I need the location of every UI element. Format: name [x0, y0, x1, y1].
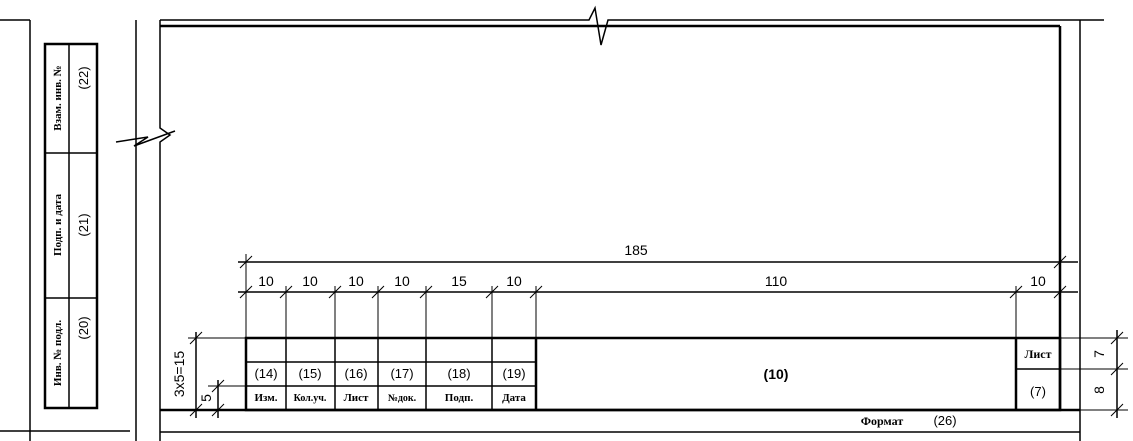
- cell-number-sheet: (16): [344, 366, 367, 381]
- header-change: Изм.: [254, 392, 277, 404]
- format-number: (26): [933, 413, 956, 428]
- dimension-col-4: 10: [394, 273, 410, 289]
- main-field-number: (10): [764, 366, 789, 382]
- horizontal-dimensions: [238, 254, 1078, 338]
- stamp-number-signature-date: (21): [76, 213, 91, 236]
- dimension-col-6: 10: [506, 273, 522, 289]
- header-signature: Подп.: [445, 392, 474, 404]
- left-vertical-dimensions: [188, 331, 246, 418]
- side-stamp: [0, 19, 137, 441]
- header-doc-number: №док.: [388, 393, 417, 404]
- cell-number-change: (14): [254, 366, 277, 381]
- stamp-number-inventory-original: (20): [76, 316, 91, 339]
- sheet-label: Лист: [1024, 347, 1051, 361]
- sheet-number: (7): [1030, 384, 1046, 399]
- format-label: Формат: [861, 414, 904, 428]
- stamp-label-inventory-original: Инв. № подл.: [52, 320, 64, 386]
- break-mark-left: [115, 130, 176, 147]
- header-date: Дата: [502, 392, 526, 404]
- cell-number-doc: (17): [390, 366, 413, 381]
- title-block-grid: [244, 336, 1062, 412]
- stamp-number-replacement-inventory: (22): [76, 66, 91, 89]
- dimension-sheet-number-height: 8: [1091, 386, 1107, 394]
- dimension-col-7: 110: [765, 273, 788, 289]
- dimension-block-height: 3х5=15: [171, 351, 187, 398]
- header-count: Кол.уч.: [294, 393, 327, 404]
- dimension-col-2: 10: [302, 273, 318, 289]
- stamp-label-replacement-inventory: Взам. инв. №: [52, 65, 64, 130]
- cell-number-count: (15): [298, 366, 321, 381]
- dimension-col-3: 10: [348, 273, 364, 289]
- dimension-col-5: 15: [451, 273, 467, 289]
- stamp-label-signature-date: Подп. и дата: [52, 193, 64, 256]
- cell-number-signature: (18): [447, 366, 470, 381]
- dimension-col-8: 10: [1030, 273, 1046, 289]
- dimension-row-height: 5: [198, 394, 214, 402]
- header-sheet: Лист: [344, 392, 369, 404]
- cell-number-date: (19): [502, 366, 525, 381]
- right-vertical-dimensions: [1060, 330, 1128, 418]
- dimension-sheet-label-height: 7: [1091, 350, 1107, 358]
- dimension-total-width: 185: [624, 242, 648, 258]
- dimension-col-1: 10: [258, 273, 274, 289]
